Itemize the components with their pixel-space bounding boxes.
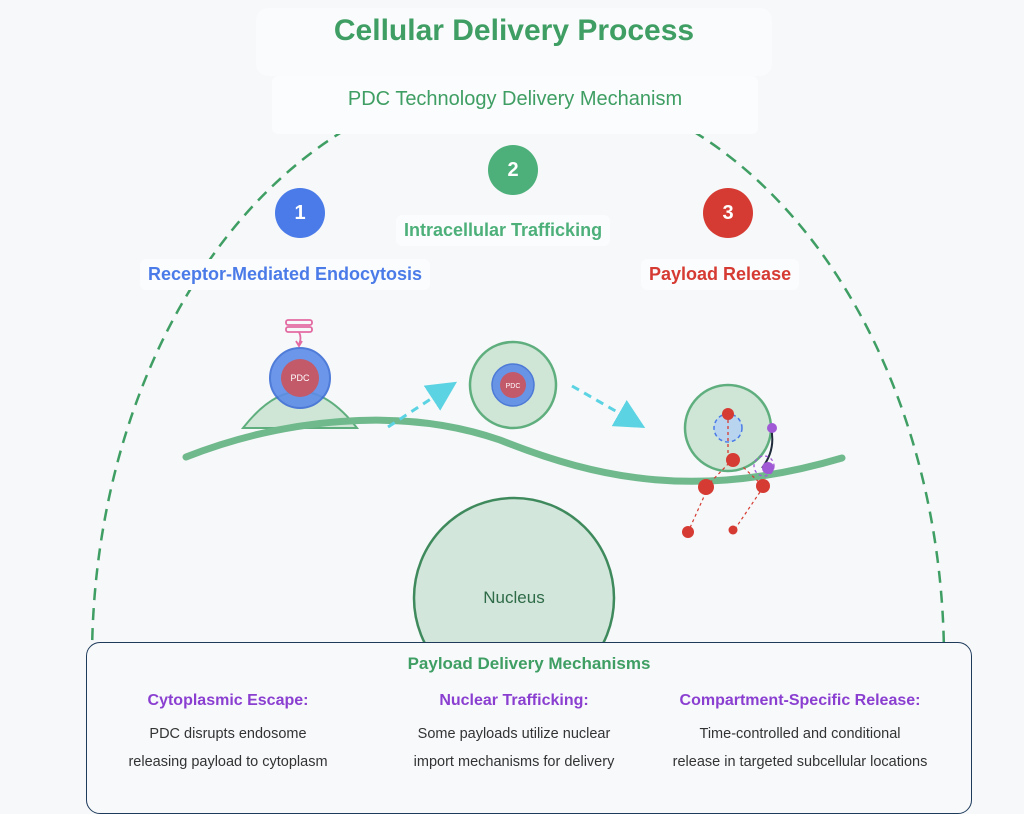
mechanism-heading: Compartment-Specific Release: bbox=[679, 692, 921, 709]
mechanisms-panel bbox=[86, 642, 972, 814]
mechanisms-title: Payload Delivery Mechanisms bbox=[407, 654, 651, 673]
step-3-label: Payload Release bbox=[641, 259, 800, 290]
receptor-icon bbox=[285, 319, 313, 348]
pdc-step1 bbox=[269, 347, 331, 409]
mechanism-heading: Nuclear Trafficking: bbox=[439, 692, 589, 709]
subtitle-box bbox=[272, 76, 758, 134]
step-2-label: Intracellular Trafficking bbox=[396, 215, 611, 246]
cell-boundary bbox=[90, 78, 946, 661]
membrane bbox=[182, 416, 846, 485]
mechanism-nuclear-trafficking: Nuclear Trafficking: Some payloads utili… bbox=[364, 692, 664, 776]
title-box bbox=[256, 8, 772, 76]
arrow-step2-to-step3 bbox=[571, 384, 646, 428]
step-3-badge: 3 bbox=[703, 188, 753, 238]
mechanism-text: import mechanisms for delivery bbox=[413, 754, 615, 770]
page-subtitle: PDC Technology Delivery Mechanism bbox=[347, 88, 683, 110]
mechanism-text: Some payloads utilize nuclear bbox=[417, 726, 611, 742]
pdc-label-step1: PDC bbox=[290, 373, 310, 383]
page-title: Cellular Delivery Process bbox=[333, 14, 695, 47]
nucleus-label: Nucleus bbox=[483, 588, 545, 607]
arrow-step1-to-step2 bbox=[387, 381, 458, 429]
mechanism-text: releasing payload to cytoplasm bbox=[128, 754, 328, 770]
mechanism-text: PDC disrupts endosome bbox=[149, 726, 307, 742]
endosome-step2 bbox=[468, 340, 558, 430]
endosome-step3 bbox=[683, 383, 777, 473]
mechanism-cytoplasmic-escape: Cytoplasmic Escape: PDC disrupts endosom… bbox=[78, 692, 378, 776]
pdc-label-step2: PDC bbox=[506, 383, 521, 390]
mechanism-text: release in targeted subcellular location… bbox=[672, 754, 928, 770]
released-payloads bbox=[682, 453, 775, 538]
mechanism-text: Time-controlled and conditional bbox=[699, 726, 901, 742]
step-1-badge: 1 bbox=[275, 188, 325, 238]
step-2-badge: 2 bbox=[488, 145, 538, 195]
mechanism-heading: Cytoplasmic Escape: bbox=[147, 692, 309, 709]
mechanism-compartment-specific: Compartment-Specific Release: Time-contr… bbox=[650, 692, 950, 776]
step-1-label: Receptor-Mediated Endocytosis bbox=[140, 259, 431, 290]
